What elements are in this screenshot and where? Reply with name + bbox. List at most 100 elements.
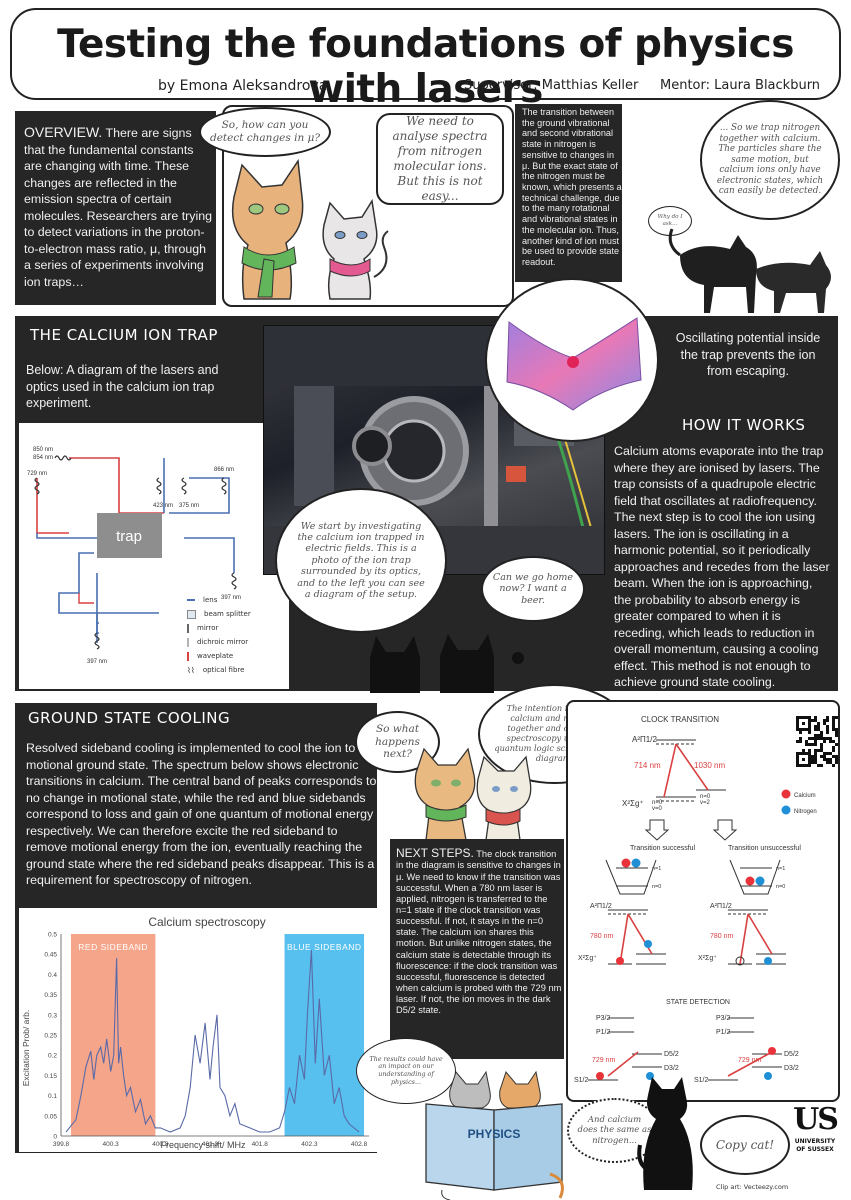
ground-state-title: GROUND STATE COOLING [28, 709, 231, 727]
cat-silhouettes-heads [370, 634, 524, 693]
next-steps-text: The clock transition in the diagram is s… [396, 849, 562, 1016]
svg-text:D5/2: D5/2 [664, 1051, 679, 1058]
spectroscopy-chart: Calcium spectroscopy Frequency shift/ MH… [19, 908, 377, 1152]
copy-cat-bubble: Copy cat! [700, 1115, 790, 1175]
y-tick-label: 0.15 [44, 1073, 57, 1080]
optics-legend: lens beam splitter mirror dichroic mirro… [187, 596, 251, 675]
ground-state-text: Resolved sideband cooling is implemented… [26, 741, 377, 887]
laser-label: 397 nm [87, 659, 107, 665]
chart-xlabel: Frequency shift/ MHz [160, 1140, 246, 1150]
transition-text: The transition between the ground vibrat… [522, 107, 622, 268]
x-tick-label: 401.3 [202, 1141, 219, 1148]
svg-text:P1/2: P1/2 [716, 1029, 731, 1036]
overview-title: OVERVIEW. [24, 124, 103, 140]
spectroscopy-svg: Calcium spectroscopy Frequency shift/ MH… [21, 915, 369, 1150]
unsuccess-label: Transition unsuccessful [728, 845, 801, 852]
svg-text:D3/2: D3/2 [664, 1065, 679, 1072]
svg-text:n=1: n=1 [776, 866, 785, 872]
y-tick-label: 0.05 [44, 1113, 57, 1120]
black-cats-sitting [637, 1077, 693, 1190]
clock-title: CLOCK TRANSITION [641, 715, 719, 724]
x-tick-label: 402.8 [351, 1141, 368, 1148]
impact-bubble: The results could have an impact on our … [356, 1038, 456, 1104]
svg-text:729 nm: 729 nm [592, 1057, 616, 1064]
svg-text:n=0: n=0 [776, 884, 785, 890]
svg-text:n=0: n=0 [652, 884, 661, 890]
x-tick-label: 400.3 [103, 1141, 120, 1148]
laser-714-label: 714 nm [634, 761, 661, 770]
chart-title: Calcium spectroscopy [148, 915, 265, 929]
author: by Emona Aleksandrova [158, 78, 328, 94]
x-tick-label: 401.8 [252, 1141, 269, 1148]
x-tick-label: 402.3 [301, 1141, 318, 1148]
laser-label: 423 nm [153, 503, 173, 509]
y-tick-label: 0.45 [44, 952, 57, 959]
page-title: Testing the foundations of physics with … [57, 22, 794, 112]
next-steps-panel: NEXT STEPS. The clock transition in the … [390, 839, 564, 1059]
how-it-works-title: HOW IT WORKS [682, 416, 806, 434]
how-it-works-text: Calcium atoms evaporate into the trap wh… [614, 444, 830, 689]
laser-label: 854 nm [33, 455, 53, 461]
svg-text:S1/2: S1/2 [694, 1077, 709, 1084]
svg-text:780 nm: 780 nm [590, 933, 614, 940]
success-label: Transition successful [630, 845, 696, 852]
laser-label: 729 nm [27, 471, 47, 477]
university-logo: US UNIVERSITY OF SUSSEX [790, 1105, 840, 1153]
optics-diagram-svg: trap 850 nm 854 nm 729 nm 423 nm 375 nm … [27, 447, 241, 665]
svg-text:A²Π1/2: A²Π1/2 [710, 903, 732, 910]
intro-bubble-answer: We need to analyse spectra from nitrogen… [376, 113, 504, 205]
legend-lens: lens [203, 596, 218, 604]
cats-intro-panel: So, how can you detect changes in μ? We … [199, 105, 514, 307]
legend-beam-splitter: beam splitter [204, 610, 251, 618]
svg-text:P3/2: P3/2 [596, 1015, 611, 1022]
sideband-label: BLUE SIDEBAND [287, 942, 362, 952]
legend-mirror: mirror [197, 624, 219, 632]
legend-waveplate: waveplate [197, 652, 234, 660]
laser-label: 866 nm [214, 467, 234, 473]
chart-ylabel: Excitation Prob/ arb. [21, 1010, 31, 1087]
laser-label: 397 nm [221, 595, 241, 601]
calcium-trap-title: THE CALCIUM ION TRAP [30, 326, 218, 344]
clock-transition-panel: CLOCK TRANSITION A²Π1/2 714 nm 1030 nm n… [566, 700, 847, 1102]
cats-illustration [231, 158, 389, 300]
svg-text:X²Σg⁺: X²Σg⁺ [698, 955, 717, 962]
y-tick-label: 0.4 [48, 972, 57, 979]
svg-text:n=0: n=0 [700, 794, 711, 800]
n0v0-label: n=0 [652, 800, 663, 806]
calcium-same-bubble: And calcium does the same as nitrogen... [567, 1098, 662, 1163]
trap-together-bubble: ... So we trap nitrogen together with ca… [700, 100, 840, 220]
upper-state-label: A²Π1/2 [632, 735, 657, 744]
y-tick-label: 0.25 [44, 1033, 57, 1040]
potential-caption: Oscillating potential inside the trap pr… [675, 331, 821, 379]
svg-text:P1/2: P1/2 [596, 1029, 611, 1036]
transition-panel: The transition between the ground vibrat… [515, 104, 622, 282]
optics-diagram: trap 850 nm 854 nm 729 nm 423 nm 375 nm … [19, 423, 289, 689]
calcium-trap-caption: Below: A diagram of the lasers and optic… [26, 363, 219, 411]
clipart-credit: Clip art: Vecteezy.com [716, 1183, 789, 1191]
legend-calcium-label: Calcium [794, 793, 816, 799]
svg-text:X²Σg⁺: X²Σg⁺ [578, 955, 597, 962]
legend-dichroic-mirror: dichroic mirror [197, 638, 249, 646]
svg-text:P3/2: P3/2 [716, 1015, 731, 1022]
photo-description-bubble: We start by investigating the calcium io… [275, 488, 447, 633]
ion-trap-photo [263, 325, 605, 575]
svg-text:D3/2: D3/2 [784, 1065, 799, 1072]
y-tick-label: 0.5 [48, 932, 57, 939]
book-label: PHYSICS [468, 1127, 521, 1141]
svg-text:D5/2: D5/2 [784, 1051, 799, 1058]
y-tick-label: 0 [53, 1134, 57, 1141]
svg-text:n=1: n=1 [652, 866, 661, 872]
lower-state-label: X²Σg⁺ [622, 799, 644, 808]
intro-bubble-question: So, how can you detect changes in μ? [199, 107, 331, 157]
svg-text:729 nm: 729 nm [738, 1057, 762, 1064]
sideband-region [70, 934, 156, 1136]
overview-panel: OVERVIEW. There are signs that the funda… [15, 111, 216, 305]
laser-label: 850 nm [33, 447, 53, 453]
cats-scarves-illustration [414, 747, 532, 840]
sideband-label: RED SIDEBAND [78, 942, 148, 952]
potential-circle [485, 278, 659, 442]
svg-text:A²Π1/2: A²Π1/2 [590, 903, 612, 910]
state-detection-label: STATE DETECTION [666, 999, 730, 1006]
y-tick-label: 0.1 [48, 1093, 57, 1100]
laser-1030-label: 1030 nm [694, 761, 725, 770]
